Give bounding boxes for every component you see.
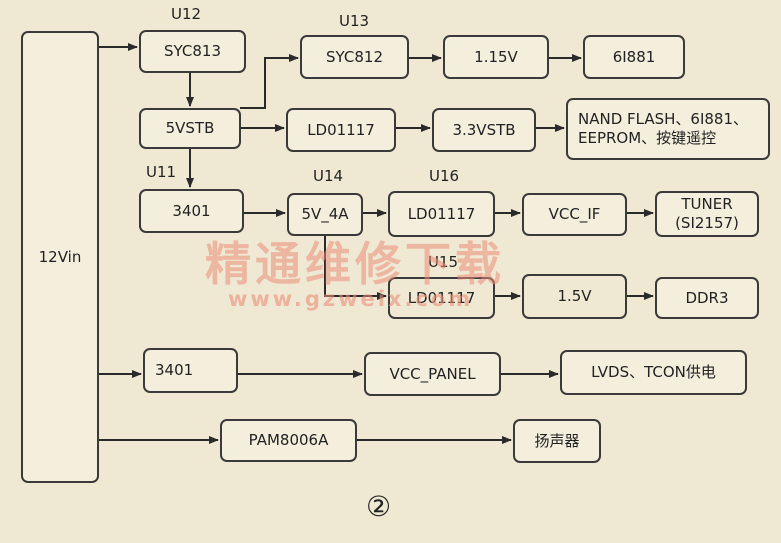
ldo1117-block-b: LD01117 [388,191,495,237]
tuner-line2: (SI2157) [675,214,739,232]
lvds-tcon-label: LVDS、TCON供电 [591,363,716,382]
ldo1117-label-b: LD01117 [407,204,476,223]
chip-label-u16: U16 [429,167,460,185]
c3401-label-a: 3401 [172,201,211,220]
watermark-url: www.gzweix.com [228,287,474,311]
vcc-panel-block: VCC_PANEL [364,352,501,396]
tuner-line1: TUNER [681,195,733,214]
chip-label-u12: U12 [171,5,202,23]
chip-label-u13: U13 [339,12,370,30]
tuner-block: TUNER (SI2157) [655,191,759,237]
vcc-panel-label: VCC_PANEL [389,364,476,383]
r61881-block-a: 6I881 [583,35,685,79]
v115-label: 1.15V [474,47,518,66]
vcc-if-label: VCC_IF [548,205,601,224]
nand-flash-block: NAND FLASH、6I881、 EEPROM、按键遥控 [566,98,770,160]
chip-label-u14: U14 [313,167,344,185]
syc813-label: SYC813 [164,42,221,61]
chip-label-u15: U15 [428,253,459,271]
ddr3-block: DDR3 [655,277,759,319]
nand-flash-line1: NAND FLASH、6I881、 [578,110,749,129]
input-12v-label: 12Vin [38,247,82,266]
c3401-label-b: 3401 [155,361,194,380]
chip-label-u11: U11 [146,163,177,181]
syc812-block: SYC812 [300,35,409,79]
v115-block: 1.15V [443,35,549,79]
vstb33-block: 3.3VSTB [432,108,536,152]
ldo1117-label-a: LD01117 [307,120,375,139]
speaker-label: 扬声器 [534,431,580,450]
syc812-label: SYC812 [326,47,383,66]
ldo1117-block-a: LD01117 [286,108,396,152]
nand-flash-line2: EEPROM、按键遥控 [578,129,717,147]
pam8006a-label: PAM8006A [248,431,329,450]
v15-block: 1.5V [522,274,627,319]
syc813-block: SYC813 [139,30,246,73]
ldo1117-label-c: LD01117 [407,288,476,307]
ldo1117-block-c: LD01117 [388,277,495,319]
c3401-block-a: 3401 [139,189,244,233]
figure-number: ② [366,490,392,523]
input-12v-block: 12Vin [21,31,99,483]
vcc-if-block: VCC_IF [522,193,627,236]
v5-4a-block: 5V_4A [287,193,363,236]
vstb33-label: 3.3VSTB [452,120,516,139]
v5-4a-label: 5V_4A [301,205,349,224]
ddr3-label: DDR3 [685,288,729,307]
pam8006a-block: PAM8006A [220,419,357,462]
c3401-block-b: 3401 [143,348,238,393]
v15-label: 1.5V [557,287,592,306]
vstb5-label: 5VSTB [165,119,215,138]
speaker-block: 扬声器 [513,419,601,463]
r61881-label-a: 6I881 [612,47,656,66]
lvds-tcon-block: LVDS、TCON供电 [560,350,747,395]
vstb5-block: 5VSTB [139,108,241,149]
watermark-text: 精通维修下载 [205,237,505,291]
